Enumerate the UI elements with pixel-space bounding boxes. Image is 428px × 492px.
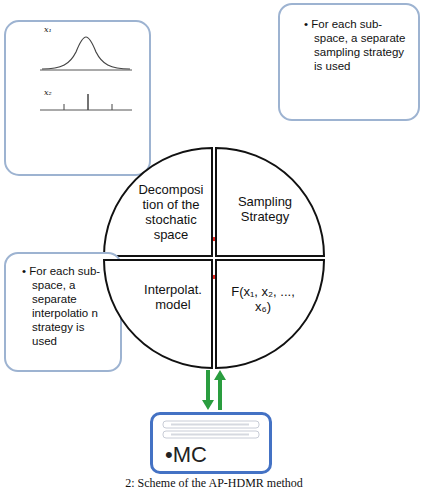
axis — [40, 110, 132, 111]
blurred-line — [171, 434, 249, 436]
quadrant-sector: Interpolat. model — [104, 260, 212, 368]
quadrant-label: Decomposi tion of the stochatic space — [134, 182, 208, 242]
quadrant-sector: Decomposi tion of the stochatic space — [104, 148, 212, 256]
quadrant-label: Interpolat. model — [138, 282, 208, 312]
quadrant-label: Sampling Strategy — [228, 194, 302, 224]
mc-box: •MC — [150, 412, 272, 474]
gaussian-curve — [42, 37, 130, 69]
arrowhead — [214, 370, 226, 380]
arrow-shaft — [206, 370, 210, 400]
tick — [64, 104, 65, 110]
axis-label: x₂ — [44, 88, 52, 97]
quadrant-label: F(x₁, x₂, ..., x₆) — [224, 284, 302, 314]
note-box: • For each sub-space, a separate samplin… — [278, 3, 420, 121]
arrow-shaft — [218, 380, 222, 410]
quadrant-shape — [216, 260, 324, 368]
figure-caption: 2: Scheme of the AP-HDMR method — [0, 476, 428, 490]
blurred-line — [171, 424, 249, 426]
discrete-spike — [87, 94, 89, 110]
flow-arrow — [214, 370, 226, 410]
quadrant-outline — [216, 260, 324, 368]
quadrant-sector: Sampling Strategy — [216, 148, 324, 256]
axis — [40, 70, 132, 71]
arrowhead — [202, 400, 214, 410]
blurred-line — [163, 421, 259, 428]
note-text: • For each sub-space, a separate interpo… — [22, 264, 112, 348]
quadrant-shape — [104, 260, 212, 368]
quadrant-outline — [216, 148, 324, 256]
mc-label: •MC — [165, 443, 207, 467]
quadrant-outline — [104, 148, 212, 256]
flow-arrow — [202, 370, 214, 410]
tick — [112, 104, 113, 110]
quadrant-outline — [104, 260, 212, 368]
quadrant-sector: F(x₁, x₂, ..., x₆) — [216, 260, 324, 368]
note-text: • For each sub-space, a separate samplin… — [304, 17, 408, 73]
blurred-line — [163, 431, 259, 438]
axis-label: x₁ — [44, 25, 52, 34]
graph-box — [5, 21, 150, 175]
